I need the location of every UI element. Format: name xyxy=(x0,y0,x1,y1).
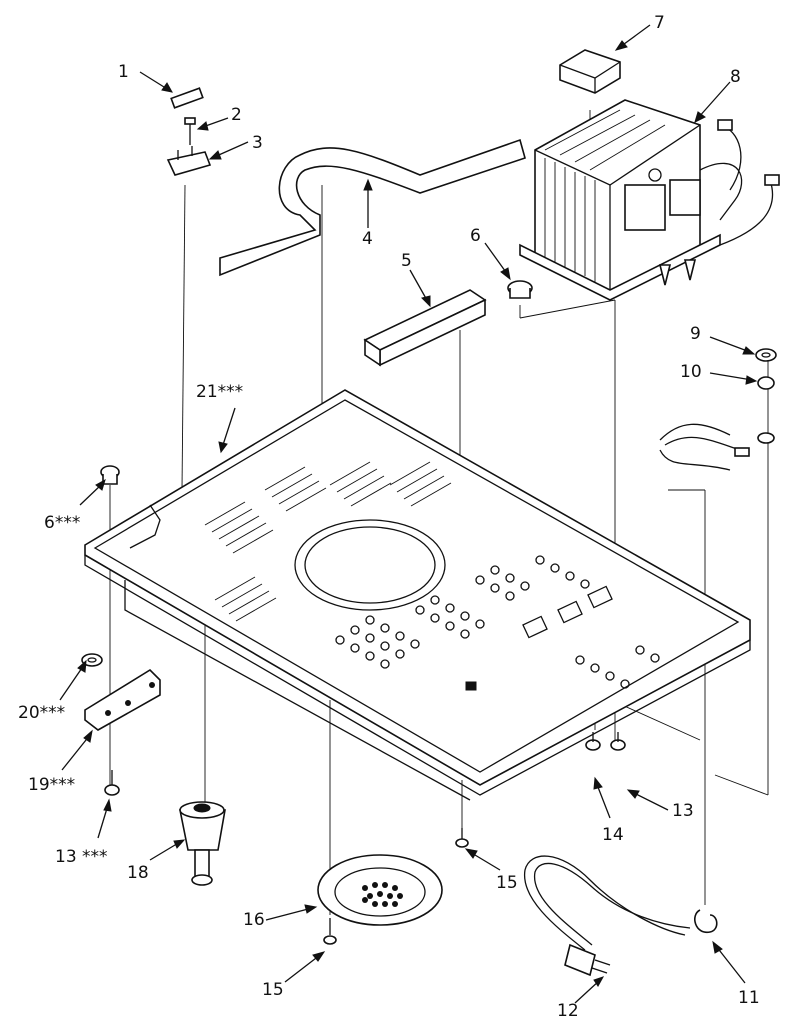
vent-slots xyxy=(204,461,452,622)
callout-9: 9 xyxy=(690,324,701,344)
washer-9 xyxy=(755,348,777,362)
perforation-field xyxy=(335,555,660,689)
callout-6-left: 6*** xyxy=(44,513,80,533)
callout-arrows xyxy=(59,24,758,1004)
callout-19: 19*** xyxy=(28,775,75,795)
grommet-6 xyxy=(507,280,533,299)
washer-20 xyxy=(81,653,103,667)
callout-10: 10 xyxy=(680,362,702,382)
foot-18 xyxy=(179,801,226,886)
callout-4: 4 xyxy=(362,229,373,249)
fan-guard-16 xyxy=(317,854,443,926)
base-plate xyxy=(84,389,751,801)
callout-labels: 1 2 3 4 5 6 7 8 9 10 21*** 6*** 20*** 19… xyxy=(18,13,760,1021)
callout-15-middle: 15 xyxy=(496,873,518,893)
callout-6: 6 xyxy=(470,226,481,246)
strain-relief-11 xyxy=(694,909,718,933)
callout-8: 8 xyxy=(730,67,741,87)
fuse xyxy=(170,87,204,109)
screw-2 xyxy=(184,117,196,145)
callout-20: 20*** xyxy=(18,703,65,723)
spacer-block-7 xyxy=(559,49,621,94)
screw-15-bottom xyxy=(323,918,337,945)
grommet-6-left xyxy=(100,465,120,485)
callout-13: 13 xyxy=(672,801,694,821)
callout-12: 12 xyxy=(557,1001,579,1021)
foam-block xyxy=(363,289,487,367)
screw-15-middle xyxy=(455,828,469,848)
screw-13-left xyxy=(104,770,120,796)
wire-harness xyxy=(659,423,775,471)
power-cord-12 xyxy=(524,855,691,977)
bracket-19 xyxy=(84,668,161,731)
callout-21: 21*** xyxy=(196,382,243,402)
fuse-holder-bracket xyxy=(166,146,212,176)
callout-13-left: 13 *** xyxy=(55,847,108,867)
callout-7: 7 xyxy=(654,13,665,33)
callout-2: 2 xyxy=(231,105,242,125)
foam-strip-curved xyxy=(219,138,526,277)
callout-15-bottom: 15 xyxy=(262,980,284,1000)
callout-5: 5 xyxy=(401,251,412,271)
screw-14 xyxy=(585,732,601,751)
callout-1: 1 xyxy=(118,62,129,82)
screw-13-right xyxy=(610,732,626,751)
nut-10 xyxy=(757,376,775,390)
transformer xyxy=(519,99,780,301)
callout-11: 11 xyxy=(738,988,760,1008)
callout-3: 3 xyxy=(252,133,263,153)
callout-14: 14 xyxy=(602,825,624,845)
callout-18: 18 xyxy=(127,863,149,883)
callout-16: 16 xyxy=(243,910,265,930)
